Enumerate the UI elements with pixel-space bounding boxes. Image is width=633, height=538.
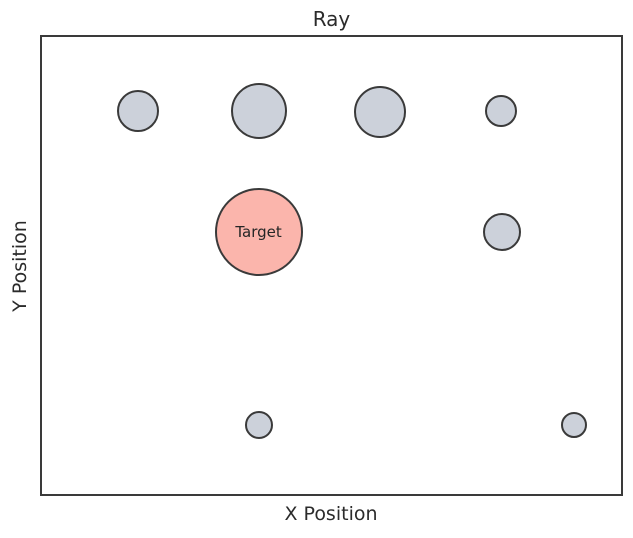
plot-area: Target: [40, 35, 623, 496]
obstacle-circle: [117, 89, 160, 132]
x-axis-label: X Position: [284, 503, 378, 525]
chart-title: Ray: [312, 7, 351, 31]
obstacle-circle: [230, 83, 287, 140]
target-circle: Target: [214, 188, 303, 277]
obstacle-circle: [560, 411, 587, 438]
y-axis-label: Y Position: [9, 220, 31, 312]
obstacle-circle: [353, 86, 406, 139]
target-label: Target: [235, 223, 282, 242]
obstacle-circle: [244, 411, 273, 440]
obstacle-circle: [485, 95, 518, 128]
obstacle-circle: [482, 213, 521, 252]
